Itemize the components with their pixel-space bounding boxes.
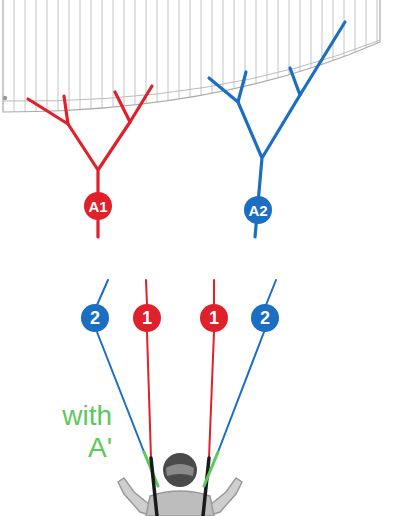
line-circle: A2 <box>244 196 272 224</box>
circle-label: 2 <box>90 309 100 327</box>
circle-label: A2 <box>248 203 267 218</box>
wing-lower-edge <box>3 40 380 101</box>
line-circle: 1 <box>133 304 161 332</box>
blue-line-cascade <box>209 22 345 237</box>
wing-outline <box>3 0 380 112</box>
line-circle: 2 <box>251 304 279 332</box>
lower-risers <box>97 332 264 516</box>
line-circle: 2 <box>81 304 109 332</box>
circle-label: 1 <box>142 309 152 327</box>
wing-cells <box>14 0 377 120</box>
line-circle: A1 <box>84 192 112 220</box>
red-line-cascade <box>28 86 152 237</box>
circle-label: A1 <box>88 199 107 214</box>
pilot-figure <box>118 453 242 516</box>
circle-label: 2 <box>260 309 270 327</box>
wing-tip-dot <box>3 96 7 100</box>
upper-risers <box>97 280 276 305</box>
line-circle: 1 <box>200 304 228 332</box>
circle-label: 1 <box>209 309 219 327</box>
annotation-label: with A' <box>46 400 112 464</box>
